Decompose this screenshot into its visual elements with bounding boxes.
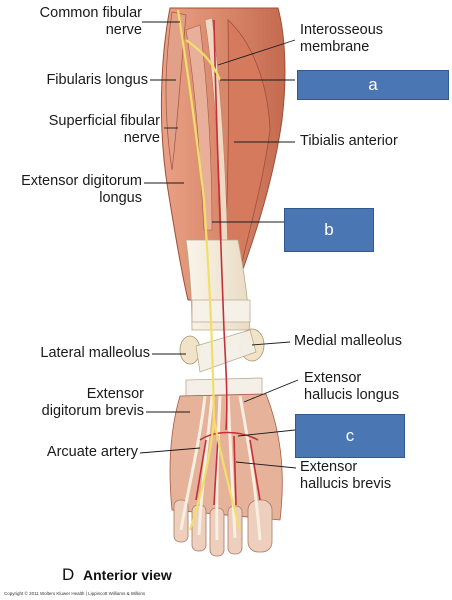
label-extensor-digitorum-longus: Extensor digitorum longus (21, 173, 142, 206)
label-arcuate-artery: Arcuate artery (46, 444, 138, 460)
fibularis-longus-shape (165, 11, 187, 171)
label-extensor-hallucis-brevis: Extensor hallucis brevis (300, 459, 392, 492)
arteries (195, 19, 261, 506)
label-extensor-hallucis-longus: Extensor hallucis longus (304, 370, 400, 403)
label-extensor-digitorum-brevis: Extensor digitorum brevis (41, 386, 144, 419)
extensor-digitorum-longus-shape (185, 24, 213, 231)
view-caption: D Anterior view (62, 565, 172, 585)
tibialis-anterior-shape (223, 19, 271, 291)
label-superficial-fibular-nerve: Superficial fibular nerve (48, 113, 160, 146)
copyright-text: Copyright © 2011 Wolters Kluwer Health |… (4, 591, 146, 596)
inferior-retinaculum (195, 329, 257, 373)
view-title: Anterior view (83, 567, 172, 583)
label-interosseous-membrane: Interosseous membrane (300, 22, 384, 55)
label-common-fibular-nerve: Common fibular nerve (39, 5, 142, 38)
view-letter: D (62, 565, 75, 584)
label-fibularis-longus: Fibularis longus (46, 72, 148, 88)
inferior-retinaculum-2 (185, 377, 263, 397)
answer-box-b: b (284, 208, 374, 252)
answer-box-c: c (295, 414, 405, 458)
answer-box-a: a (297, 70, 449, 100)
label-lateral-malleolus: Lateral malleolus (40, 345, 150, 361)
label-medial-malleolus: Medial malleolus (294, 333, 402, 349)
label-tibialis-anterior: Tibialis anterior (300, 133, 398, 149)
leader-lines (139, 21, 299, 469)
nerves (176, 9, 242, 531)
superior-retinaculum (191, 299, 251, 323)
foot-tendons (179, 395, 262, 541)
